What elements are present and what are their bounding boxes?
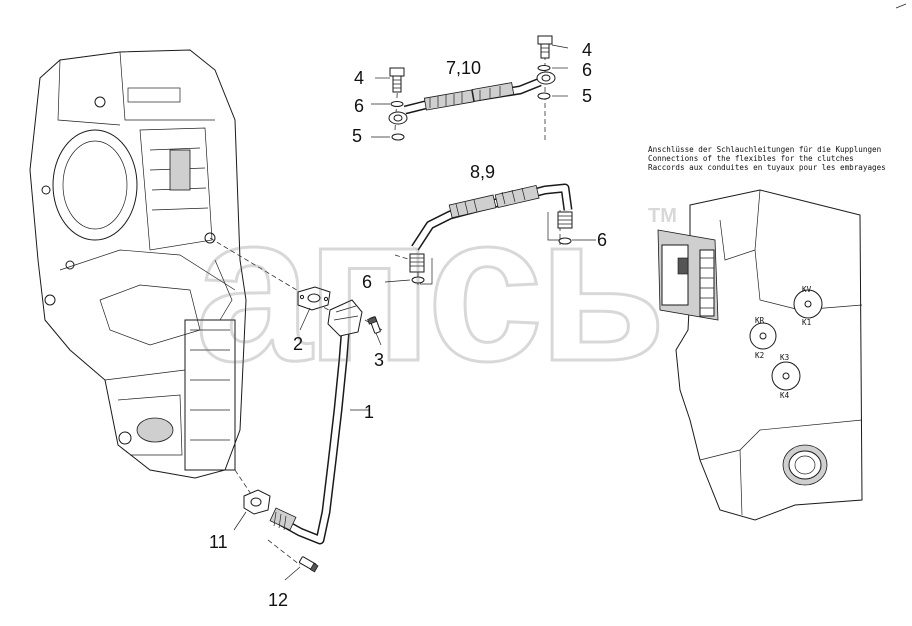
note-line-french: Raccords aux conduites en tuyaux pour le… xyxy=(648,163,886,172)
port-label-k3: K3 xyxy=(780,353,789,362)
watermark-tm: TM xyxy=(648,205,677,227)
watermark-logo: aпсь xyxy=(195,170,661,405)
port-label-k4: K4 xyxy=(780,391,790,400)
callout-6-upper-right: 6 xyxy=(582,60,592,80)
corner-mark xyxy=(895,3,907,9)
callout-4-left: 4 xyxy=(354,68,364,88)
callout-6-lower-left: 6 xyxy=(362,272,372,292)
callout-numbers: 1 2 3 4 4 5 5 6 6 6 6 7,10 8,9 11 12 xyxy=(209,40,607,610)
banjo-bolt-4-right xyxy=(537,35,553,59)
port-label-k2: K2 xyxy=(755,351,764,360)
callout-1: 1 xyxy=(364,402,374,422)
leader-lines xyxy=(233,44,596,581)
bolt-3 xyxy=(367,316,381,334)
note-line-german: Anschlüsse der Schlauchleitungen für die… xyxy=(648,145,881,154)
callout-3: 3 xyxy=(374,350,384,370)
callout-6-lower-right: 6 xyxy=(597,230,607,250)
oil-pipe-1 xyxy=(269,299,363,545)
bolt-12 xyxy=(298,556,319,573)
callout-2: 2 xyxy=(293,334,303,354)
seal-rings xyxy=(390,65,572,284)
connections-note: Anschlüsse der Schlauchleitungen für die… xyxy=(648,145,886,172)
banjo-bolt-4-left xyxy=(389,67,405,93)
callout-5-right: 5 xyxy=(582,86,592,106)
note-line-english: Connections of the flexibles for the clu… xyxy=(648,154,854,163)
callout-6-upper-left: 6 xyxy=(354,96,364,116)
watermark: aпсь TM xyxy=(194,169,677,407)
port-label-kv: KV xyxy=(802,285,812,294)
port-labels: KV K1 KR K2 K3 K4 xyxy=(755,285,812,400)
gasket-2 xyxy=(297,286,331,311)
callout-12: 12 xyxy=(268,590,288,610)
hose-8-9 xyxy=(409,183,573,285)
transmission-housing xyxy=(29,49,247,479)
port-label-kr: KR xyxy=(755,316,765,325)
callout-8-9: 8,9 xyxy=(470,162,495,182)
callout-5-left: 5 xyxy=(352,126,362,146)
callout-4-right: 4 xyxy=(582,40,592,60)
port-label-k1: K1 xyxy=(802,318,812,327)
callout-11: 11 xyxy=(209,532,228,552)
gasket-11 xyxy=(243,489,271,515)
clutch-connection-block xyxy=(657,189,863,521)
callout-7-10: 7,10 xyxy=(446,58,481,78)
hose-7-10 xyxy=(388,71,556,125)
